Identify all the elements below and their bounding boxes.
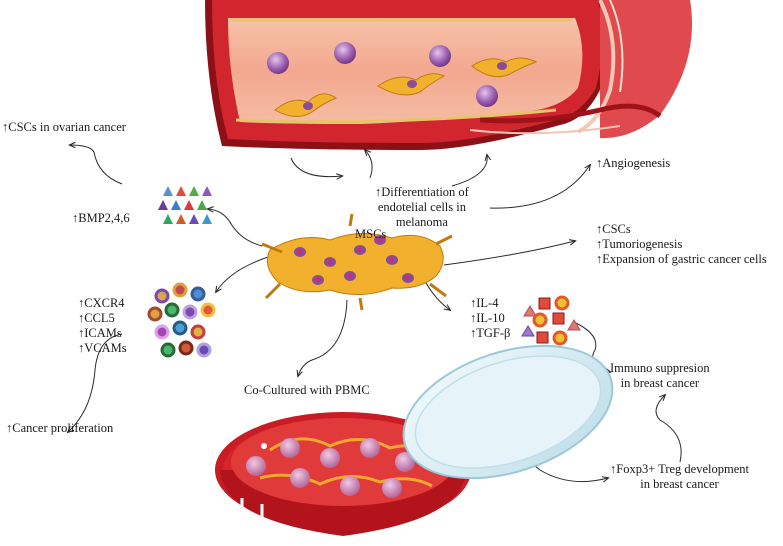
endothelial-line-2: endotelial cells in	[377, 200, 466, 214]
treg-label: ↑Foxp3+ Treg development in breast cance…	[610, 462, 749, 492]
cscs-line-3: ↑Expansion of gastric cancer cells	[596, 252, 767, 266]
bmp-triangles-cluster-icon	[158, 186, 212, 224]
interleukin-line-2: ↑IL-10	[470, 311, 505, 325]
chemokine-circles-cluster-icon	[147, 282, 216, 358]
pbmc-label: Co-Cultured with PBMC	[244, 383, 370, 397]
chemokine-line-1: ↑CXCR4	[78, 296, 125, 310]
cscs-group-label: ↑CSCs ↑Tumoriogenesis ↑Expansion of gast…	[596, 222, 767, 267]
chemokine-label: ↑CXCR4 ↑CCL5 ↑ICAMs ↑VCAMs	[78, 296, 127, 356]
mscs-label: MSCs	[355, 227, 387, 241]
cancer-proliferation-label: ↑Cancer proliferation	[6, 421, 114, 435]
interleukin-line-1: ↑IL-4	[470, 296, 499, 310]
endothelial-line-3: melanoma	[395, 215, 448, 229]
chemokine-line-2: ↑CCL5	[78, 311, 115, 325]
treg-line-2: in breast cancer	[640, 477, 719, 491]
msc-cell-cluster-icon	[261, 213, 453, 311]
bmp-label: ↑BMP2,4,6	[72, 211, 130, 225]
immuno-line-2: in breast cancer	[620, 376, 700, 390]
blood-vessel-icon	[205, 0, 692, 150]
ovarian-cancer-label: ↑CSCs in ovarian cancer	[2, 120, 126, 134]
interleukin-line-3: ↑TGF-β	[470, 326, 511, 340]
immuno-suppression-label: Immuno suppresion in breast cancer	[610, 361, 710, 391]
cscs-line-2: ↑Tumoriogenesis	[596, 237, 683, 251]
chemokine-line-4: ↑VCAMs	[78, 341, 127, 355]
immuno-line-1: Immuno suppresion	[610, 361, 710, 375]
chemokine-line-3: ↑ICAMs	[78, 326, 122, 340]
angiogenesis-label: ↑Angiogenesis	[596, 156, 671, 170]
interleukin-label: ↑IL-4 ↑IL-10 ↑TGF-β	[470, 296, 510, 341]
endothelial-label: ↑Differentiation of endotelial cells in …	[375, 185, 469, 230]
endothelial-line-1: ↑Differentiation of	[375, 185, 469, 199]
cytokine-shapes-cluster-icon	[521, 295, 581, 346]
petri-dish-icon	[215, 344, 614, 536]
treg-line-1: ↑Foxp3+ Treg development	[610, 462, 749, 476]
cscs-line-1: ↑CSCs	[596, 222, 631, 236]
